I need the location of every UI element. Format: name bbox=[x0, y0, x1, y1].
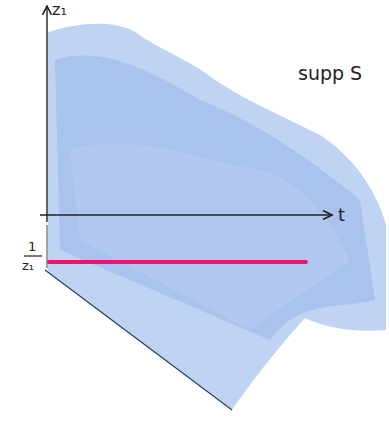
fraction-denominator: z₁ bbox=[22, 259, 34, 272]
fraction-bar bbox=[24, 255, 42, 256]
support-region bbox=[48, 24, 386, 410]
highlight-line bbox=[49, 260, 306, 264]
axis-label: z₁ bbox=[52, 2, 67, 18]
lower-boundary bbox=[45, 270, 232, 410]
shaded-region bbox=[48, 24, 386, 410]
axis-label: t bbox=[338, 206, 345, 224]
shaded-stroke bbox=[55, 56, 375, 340]
region-label: supp S bbox=[298, 64, 362, 83]
horizontal-axis bbox=[40, 214, 332, 215]
shaded-stroke bbox=[70, 143, 350, 330]
fraction-numerator: 1 bbox=[28, 240, 36, 253]
vertical-axis bbox=[46, 6, 47, 222]
